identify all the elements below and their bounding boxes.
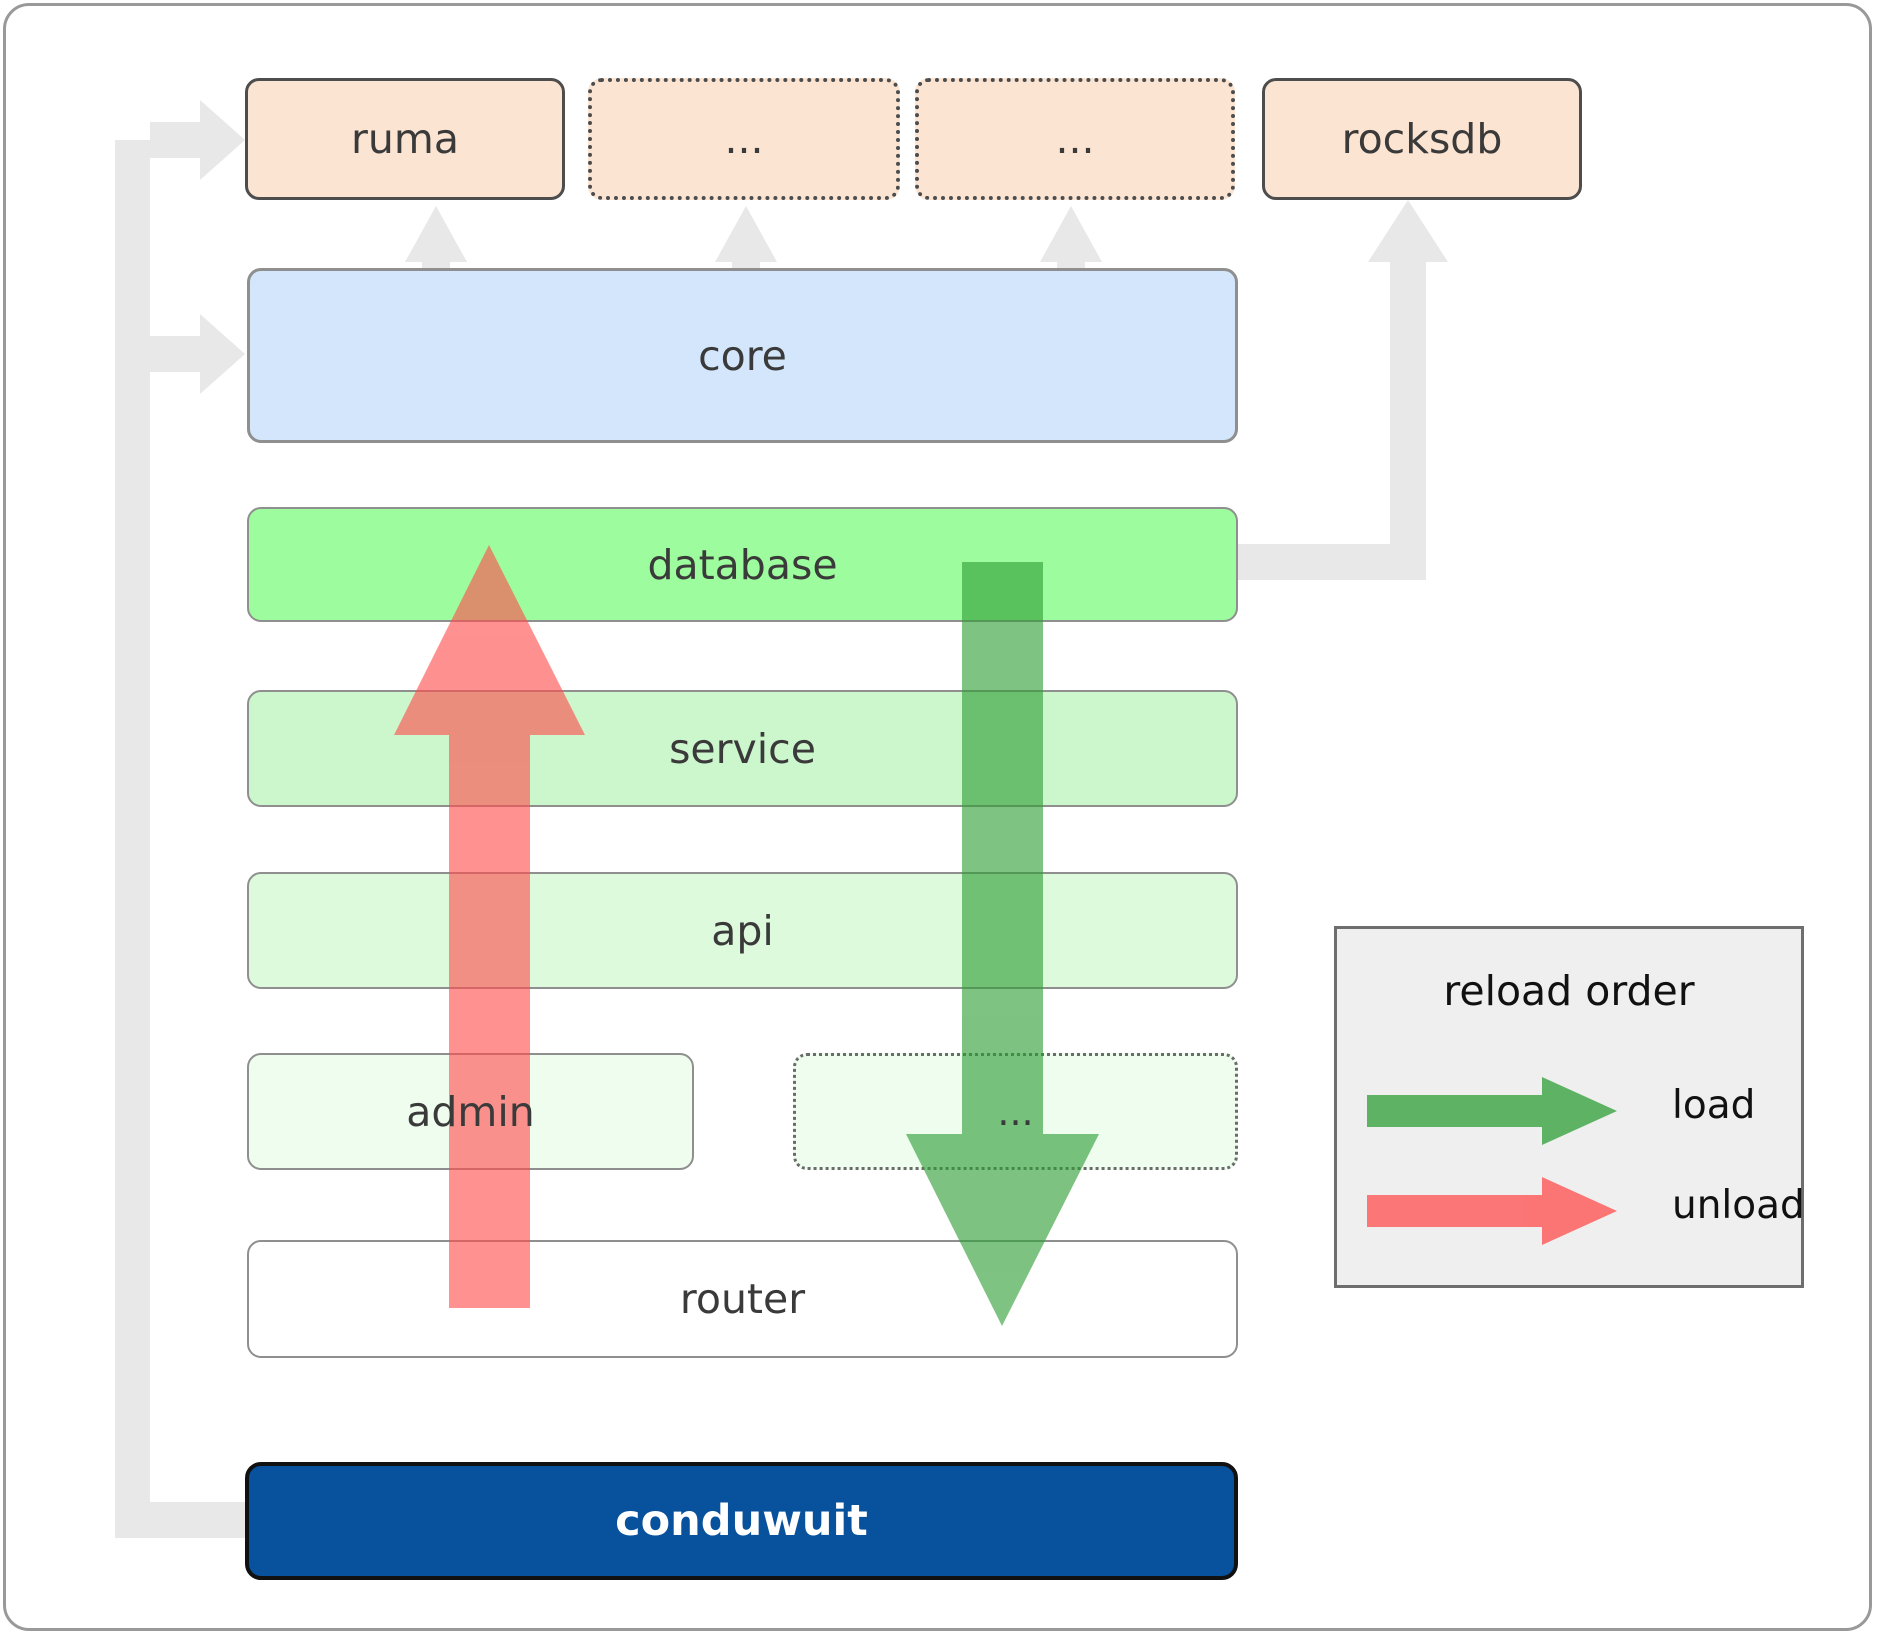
root-box-conduwuit[interactable]: conduwuit <box>245 1462 1238 1580</box>
dependency-box-ruma[interactable]: ruma <box>245 78 565 200</box>
root-label: conduwuit <box>615 1496 868 1546</box>
layer-box-admin[interactable]: admin <box>247 1053 694 1170</box>
core-label: core <box>698 331 787 380</box>
legend-label: load <box>1672 1083 1756 1128</box>
layer-label: api <box>711 906 774 955</box>
layer-label: router <box>679 1275 806 1323</box>
legend-row-unload: unload <box>1337 1157 1805 1267</box>
legend-title: reload order <box>1443 967 1695 1015</box>
dependency-box-ellipsis-1[interactable]: ... <box>588 78 900 200</box>
layer-label: service <box>669 724 816 773</box>
dependency-box-rocksdb[interactable]: rocksdb <box>1262 78 1582 200</box>
legend-label: unload <box>1672 1183 1805 1228</box>
layer-box-router[interactable]: router <box>247 1240 1238 1358</box>
legend-load-arrow-icon <box>1367 1077 1617 1145</box>
legend-panel: reload order load unload <box>1334 926 1805 1288</box>
layer-box-service[interactable]: service <box>247 690 1238 807</box>
dependency-label: rocksdb <box>1341 115 1503 163</box>
diagram-frame <box>3 3 1872 1631</box>
legend-row-load: load <box>1337 1057 1801 1167</box>
layer-box-database[interactable]: database <box>247 507 1238 622</box>
layer-box-api[interactable]: api <box>247 872 1238 989</box>
core-box[interactable]: core <box>247 268 1238 443</box>
dependency-label: ... <box>1055 115 1095 163</box>
dependency-box-ellipsis-2[interactable]: ... <box>915 78 1235 200</box>
layer-label: ... <box>997 1089 1034 1134</box>
layer-label: admin <box>406 1087 535 1136</box>
legend-unload-arrow-icon <box>1367 1177 1617 1245</box>
dependency-label: ruma <box>351 115 459 163</box>
layer-box-ellipsis[interactable]: ... <box>793 1053 1238 1170</box>
dependency-label: ... <box>724 115 764 163</box>
layer-label: database <box>647 540 838 589</box>
